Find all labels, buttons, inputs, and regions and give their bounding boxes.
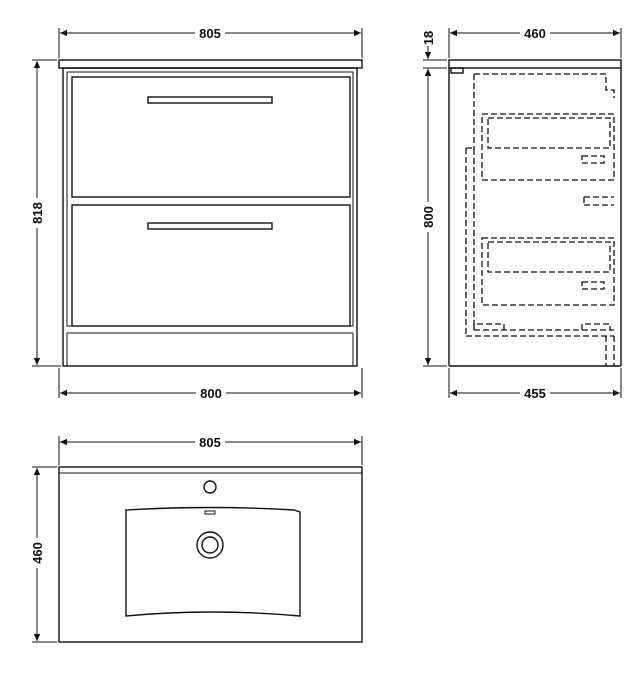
dim-label-side-top-thickness: 18 <box>421 31 436 45</box>
dim-label-side-body-depth: 455 <box>524 386 546 401</box>
side-view: 460 18 800 455 <box>420 25 622 401</box>
basin-waste-inner <box>201 536 219 554</box>
front-view: 805 818 800 <box>29 25 363 401</box>
basin <box>125 506 301 617</box>
dim-side-height: 800 <box>420 67 447 367</box>
drawer-top-handle <box>147 96 273 104</box>
drawer-bottom-handle <box>147 222 273 230</box>
dim-label-front-body-width: 800 <box>200 386 222 401</box>
dim-plan-width: 805 <box>58 434 363 465</box>
dim-label-plan-depth: 460 <box>30 542 45 564</box>
dim-front-body-width: 800 <box>58 368 363 401</box>
dim-label-front-top-width: 805 <box>199 26 221 41</box>
plan-view: 805 460 <box>29 434 363 643</box>
dim-label-plan-width: 805 <box>199 435 221 450</box>
side-hidden-drawers <box>465 73 615 366</box>
dim-label-side-height: 800 <box>421 206 436 228</box>
dim-label-front-height: 818 <box>30 202 45 224</box>
dim-side-body-depth: 455 <box>448 368 622 401</box>
dim-side-top-thickness: 18 <box>421 31 447 82</box>
dim-front-height: 818 <box>29 59 61 367</box>
dim-side-top-depth: 460 <box>448 25 622 58</box>
tap-hole <box>203 480 217 494</box>
drawer-bottom <box>71 204 351 327</box>
drawer-top <box>71 76 351 198</box>
basin-waste-outer <box>196 531 224 559</box>
dim-plan-depth: 460 <box>29 466 57 643</box>
dim-front-top-width: 805 <box>58 25 363 58</box>
dim-label-side-top-depth: 460 <box>524 26 546 41</box>
